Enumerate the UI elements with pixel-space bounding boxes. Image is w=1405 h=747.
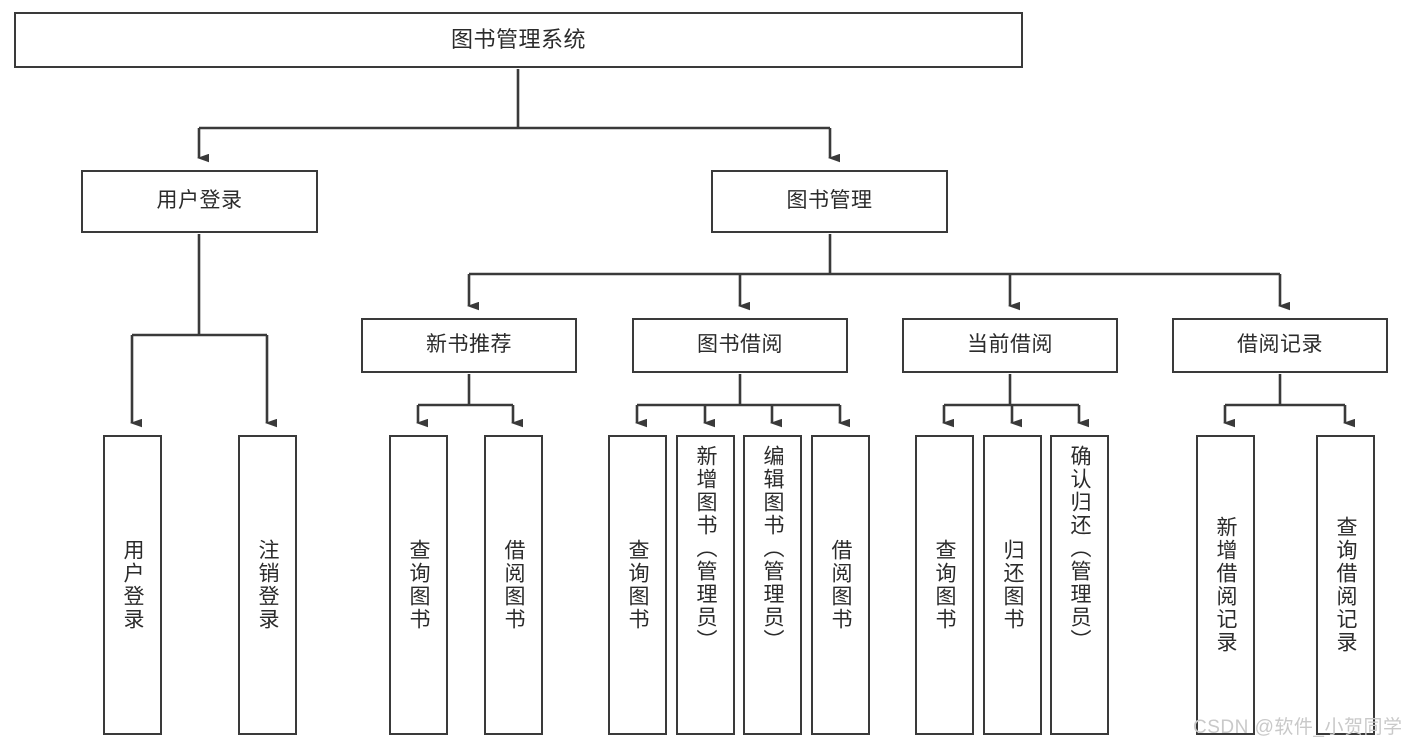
node-leaf-query-book-borrow[interactable]: 查询图书: [608, 435, 667, 735]
node-current-borrow[interactable]: 当前借阅: [902, 318, 1118, 373]
node-label: 编辑图书（管理员）: [761, 445, 784, 652]
node-leaf-query-borrow-record[interactable]: 查询借阅记录: [1316, 435, 1375, 735]
node-label: 查询图书: [407, 539, 430, 631]
node-book-borrow[interactable]: 图书借阅: [632, 318, 848, 373]
node-label: 确认归还（管理员）: [1068, 445, 1091, 652]
node-label: 借阅记录: [1237, 333, 1323, 357]
node-borrow-record[interactable]: 借阅记录: [1172, 318, 1388, 373]
node-label: 图书管理系统: [450, 27, 586, 53]
node-label: 新增图书（管理员）: [694, 445, 717, 652]
node-leaf-return-book[interactable]: 归还图书: [983, 435, 1042, 735]
node-label: 图书借阅: [697, 333, 783, 357]
node-label: 查询图书: [626, 539, 649, 631]
node-leaf-query-book-recommend[interactable]: 查询图书: [389, 435, 448, 735]
node-label: 归还图书: [1001, 539, 1024, 631]
node-leaf-add-borrow-record[interactable]: 新增借阅记录: [1196, 435, 1255, 735]
node-new-book-recommend[interactable]: 新书推荐: [361, 318, 577, 373]
node-label: 用户登录: [121, 539, 144, 631]
node-label: 新增借阅记录: [1214, 516, 1237, 654]
node-label: 新书推荐: [426, 333, 512, 357]
node-leaf-logout[interactable]: 注销登录: [238, 435, 297, 735]
node-leaf-confirm-return-admin[interactable]: 确认归还（管理员）: [1050, 435, 1109, 735]
node-label: 查询借阅记录: [1334, 516, 1357, 654]
node-label: 图书管理: [786, 189, 873, 213]
node-leaf-borrow-book-recommend[interactable]: 借阅图书: [484, 435, 543, 735]
node-label: 注销登录: [256, 539, 279, 631]
node-root-system[interactable]: 图书管理系统: [14, 12, 1023, 68]
node-leaf-borrow-book[interactable]: 借阅图书: [811, 435, 870, 735]
node-leaf-edit-book-admin[interactable]: 编辑图书（管理员）: [743, 435, 802, 735]
node-leaf-user-login[interactable]: 用户登录: [103, 435, 162, 735]
node-book-management[interactable]: 图书管理: [711, 170, 948, 233]
node-label: 查询图书: [933, 539, 956, 631]
node-label: 当前借阅: [967, 333, 1053, 357]
node-label: 借阅图书: [829, 539, 852, 631]
node-label: 借阅图书: [502, 539, 525, 631]
node-label: 用户登录: [156, 189, 243, 213]
node-leaf-add-book-admin[interactable]: 新增图书（管理员）: [676, 435, 735, 735]
node-leaf-query-book-current[interactable]: 查询图书: [915, 435, 974, 735]
node-user-login[interactable]: 用户登录: [81, 170, 318, 233]
